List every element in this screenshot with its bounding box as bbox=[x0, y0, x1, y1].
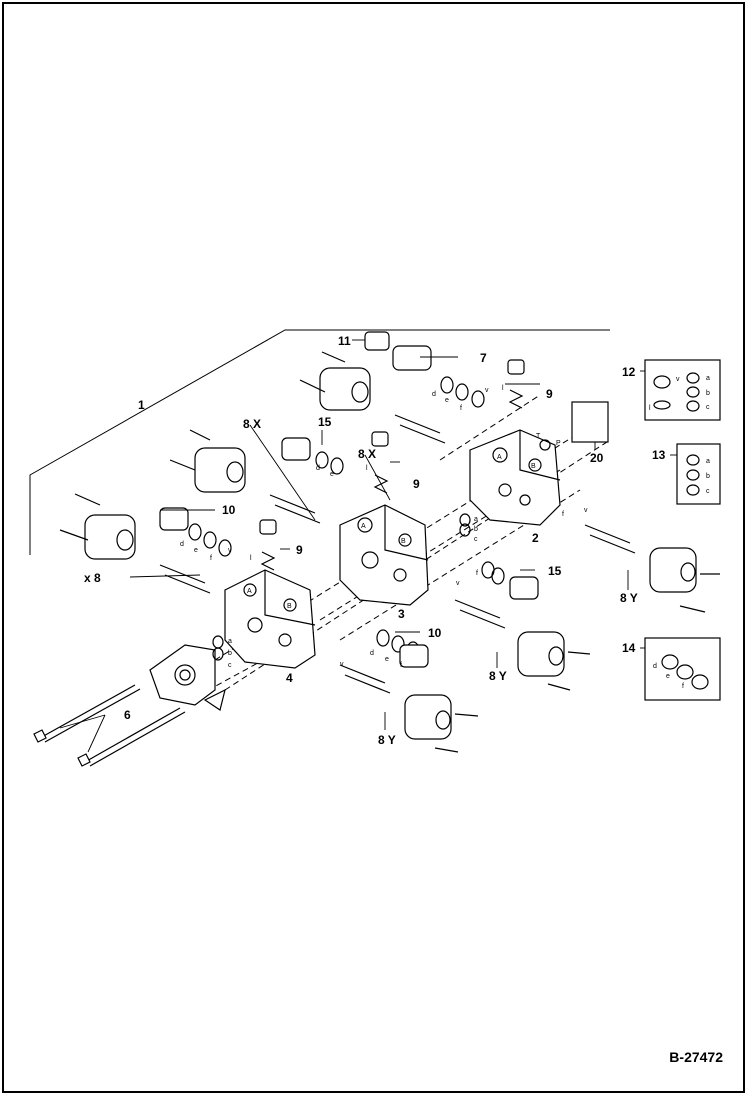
svg-text:a: a bbox=[228, 638, 232, 645]
svg-text:e: e bbox=[385, 656, 389, 663]
callout-10-b: 10 bbox=[428, 626, 442, 640]
end-plate bbox=[149, 644, 226, 711]
callout-15-b: 15 bbox=[548, 564, 562, 578]
valve-section-2 bbox=[469, 429, 561, 526]
callout-10-a: 10 bbox=[222, 503, 236, 517]
svg-text:A: A bbox=[497, 454, 502, 461]
svg-text:d: d bbox=[180, 541, 184, 548]
svg-text:l: l bbox=[649, 405, 651, 412]
svg-text:l: l bbox=[502, 385, 504, 392]
svg-text:e: e bbox=[666, 673, 670, 680]
svg-text:a: a bbox=[474, 516, 478, 523]
svg-text:c: c bbox=[706, 404, 710, 411]
callout-8x-a: 8 X bbox=[243, 417, 261, 431]
svg-text:v: v bbox=[485, 387, 489, 394]
svg-text:v: v bbox=[676, 376, 680, 383]
svg-text:c: c bbox=[706, 488, 710, 495]
svg-text:f: f bbox=[210, 555, 212, 562]
callout-8y-c: 8 Y bbox=[378, 733, 396, 747]
callout-8y-a: 8 Y bbox=[620, 591, 638, 605]
o-rings bbox=[188, 376, 505, 661]
svg-text:f: f bbox=[460, 405, 462, 412]
callout-9-b: 9 bbox=[413, 477, 420, 491]
svg-text:P: P bbox=[556, 440, 561, 447]
leader-lines bbox=[59, 339, 677, 753]
svg-text:B: B bbox=[401, 538, 406, 545]
svg-text:b: b bbox=[706, 473, 710, 480]
part-20-plate bbox=[571, 401, 609, 443]
relief-cartridges bbox=[159, 331, 539, 668]
svg-text:f: f bbox=[562, 511, 564, 518]
svg-text:f: f bbox=[476, 570, 478, 577]
svg-text:v: v bbox=[340, 661, 344, 668]
svg-text:v: v bbox=[228, 547, 232, 554]
svg-text:f: f bbox=[682, 683, 684, 690]
callout-8y-b: 8 Y bbox=[489, 669, 507, 683]
svg-text:A: A bbox=[247, 588, 252, 595]
svg-text:c: c bbox=[474, 536, 478, 543]
callout-6: 6 bbox=[124, 708, 131, 722]
svg-text:b: b bbox=[228, 650, 232, 657]
callout-8-a: x 8 bbox=[84, 571, 101, 585]
svg-text:v: v bbox=[584, 507, 588, 514]
callout-13: 13 bbox=[652, 448, 666, 462]
callout-8x-b: 8 X bbox=[358, 447, 376, 461]
tie-rods bbox=[33, 684, 186, 767]
svg-text:b: b bbox=[706, 390, 710, 397]
sub-labels: v l a b c a b c d e f d e f v l l l T P … bbox=[180, 375, 710, 690]
callout-2: 2 bbox=[532, 531, 539, 545]
callout-9-c: 9 bbox=[296, 543, 303, 557]
svg-text:A: A bbox=[361, 523, 366, 530]
svg-text:d: d bbox=[316, 465, 320, 472]
bolts bbox=[59, 351, 720, 753]
callout-9-a: 9 bbox=[546, 387, 553, 401]
callout-15-a: 15 bbox=[318, 415, 332, 429]
callout-3: 3 bbox=[398, 607, 405, 621]
svg-text:f: f bbox=[400, 662, 402, 669]
svg-text:l: l bbox=[366, 465, 368, 472]
svg-text:c: c bbox=[228, 662, 232, 669]
seal-kit-boxes bbox=[644, 359, 721, 701]
svg-text:d: d bbox=[370, 650, 374, 657]
valve-section-4 bbox=[224, 569, 316, 669]
svg-text:B: B bbox=[531, 463, 536, 470]
callout-20: 20 bbox=[590, 451, 604, 465]
svg-text:l: l bbox=[250, 555, 252, 562]
callout-12: 12 bbox=[622, 365, 636, 379]
callout-14: 14 bbox=[622, 641, 636, 655]
callout-4: 4 bbox=[286, 671, 293, 685]
drawing-number: B-27472 bbox=[669, 1049, 723, 1065]
svg-text:v: v bbox=[456, 580, 460, 587]
solenoid-caps bbox=[84, 367, 697, 740]
svg-text:d: d bbox=[432, 391, 436, 398]
svg-text:e: e bbox=[330, 471, 334, 478]
svg-text:e: e bbox=[445, 397, 449, 404]
callout-11: 11 bbox=[338, 334, 351, 348]
svg-text:a: a bbox=[706, 375, 710, 382]
svg-text:e: e bbox=[194, 547, 198, 554]
svg-text:T: T bbox=[536, 433, 541, 440]
callout-1: 1 bbox=[138, 398, 145, 412]
svg-text:B: B bbox=[287, 603, 292, 610]
spools-and-springs bbox=[159, 414, 636, 694]
valve-section-3 bbox=[339, 504, 429, 606]
svg-text:a: a bbox=[706, 458, 710, 465]
svg-text:b: b bbox=[474, 526, 478, 533]
svg-text:d: d bbox=[653, 663, 657, 670]
callout-labels: 1 2 3 4 6 7 8 X 8 X x 8 8 Y 8 Y 8 Y 9 9 … bbox=[84, 334, 666, 747]
callout-1-bracket bbox=[29, 329, 610, 555]
check-valves bbox=[259, 359, 525, 571]
callout-7: 7 bbox=[480, 351, 487, 365]
